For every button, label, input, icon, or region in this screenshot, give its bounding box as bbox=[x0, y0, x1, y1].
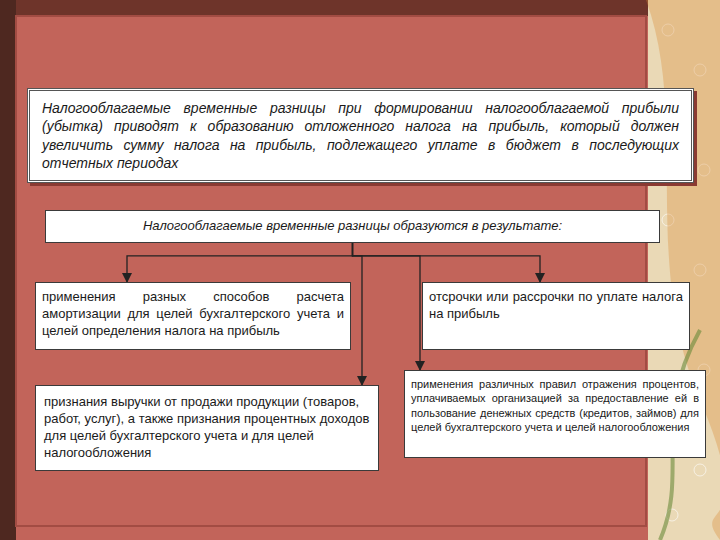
left-strip bbox=[0, 0, 16, 540]
cause-box: отсрочки или рассрочки по уплате налога … bbox=[422, 282, 690, 350]
cause-box: применения разных способов расчета аморт… bbox=[35, 282, 351, 350]
cause-box: применения различных правил отражения пр… bbox=[404, 370, 706, 458]
box-text: Налогооблагаемые временные разницы при ф… bbox=[42, 99, 679, 172]
connector-arrow bbox=[353, 243, 363, 385]
top-strip bbox=[0, 0, 720, 16]
heading-box: Налогооблагаемые временные разницы образ… bbox=[45, 210, 660, 243]
connector-arrow bbox=[353, 243, 541, 282]
connector-arrow bbox=[353, 243, 421, 370]
box-text: отсрочки или рассрочки по уплате налога … bbox=[429, 289, 683, 323]
box-text: Налогооблагаемые временные разницы образ… bbox=[56, 218, 649, 235]
box-text: применения различных правил отражения пр… bbox=[411, 377, 699, 434]
cause-box: признания выручки от продажи продукции (… bbox=[35, 385, 379, 471]
box-text: признания выручки от продажи продукции (… bbox=[44, 394, 370, 462]
connector-arrow bbox=[127, 243, 353, 282]
box-text: применения разных способов расчета аморт… bbox=[42, 289, 344, 340]
definition-box: Налогооблагаемые временные разницы при ф… bbox=[27, 88, 694, 183]
decor-curve bbox=[646, 0, 720, 540]
